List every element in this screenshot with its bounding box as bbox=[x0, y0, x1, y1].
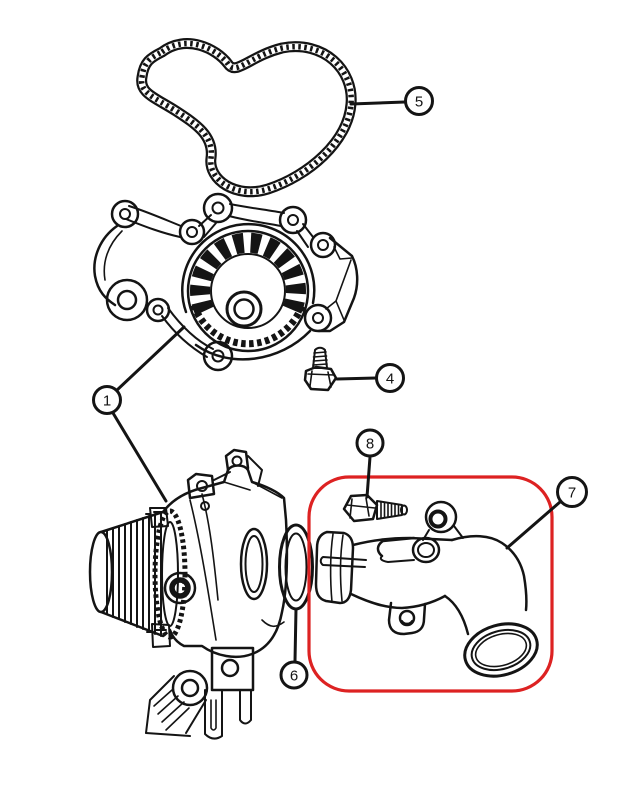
callout-5-number: 5 bbox=[415, 93, 423, 110]
callout-6[interactable]: 6 bbox=[279, 660, 309, 690]
water-pump-side-view bbox=[88, 448, 289, 740]
callout-5[interactable]: 5 bbox=[404, 86, 434, 116]
callout-7-number: 7 bbox=[568, 484, 576, 501]
hex-bolt-part-8 bbox=[342, 493, 408, 523]
mounting-bolt-part-4 bbox=[303, 346, 338, 392]
callout-1-number: 1 bbox=[103, 392, 111, 409]
callout-4[interactable]: 4 bbox=[375, 363, 405, 393]
callout-8[interactable]: 8 bbox=[355, 428, 385, 458]
callout-7[interactable]: 7 bbox=[556, 476, 588, 508]
leader-lines bbox=[111, 100, 562, 663]
callout-8-number: 8 bbox=[366, 435, 374, 452]
gasket-part-5 bbox=[136, 38, 357, 198]
water-pump-front-view bbox=[93, 192, 359, 372]
highlight-box-part-7 bbox=[307, 475, 554, 693]
callout-1[interactable]: 1 bbox=[92, 385, 122, 415]
thermostat-outlet-part-7 bbox=[314, 500, 539, 678]
bolt-ear-holes bbox=[110, 192, 337, 372]
callout-6-number: 6 bbox=[290, 667, 298, 684]
callout-4-number: 4 bbox=[386, 370, 394, 387]
